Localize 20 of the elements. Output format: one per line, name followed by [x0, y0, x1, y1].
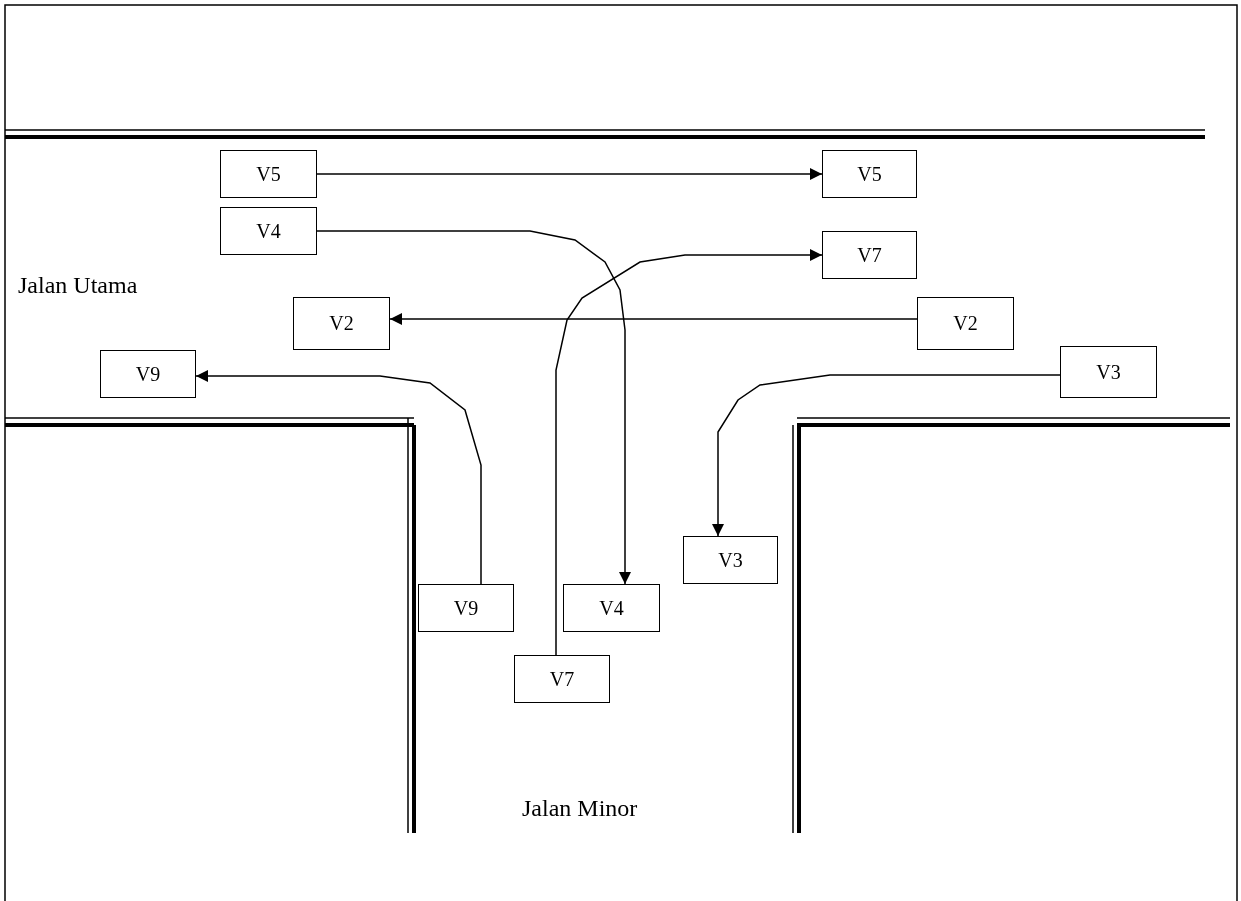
- arrow: [316, 230, 631, 585]
- movement-box: V4: [563, 584, 660, 632]
- movement-box: V5: [822, 150, 917, 198]
- movement-box: V9: [418, 584, 514, 632]
- movement-box: V5: [220, 150, 317, 198]
- movement-box: V2: [293, 297, 390, 350]
- arrow: [316, 168, 823, 180]
- movement-box: V2: [917, 297, 1014, 350]
- movement-box: V7: [514, 655, 610, 703]
- movement-box: V7: [822, 231, 917, 279]
- movement-box: V3: [1060, 346, 1157, 398]
- road-name: Jalan Minor: [522, 795, 638, 822]
- road-name: Jalan Utama: [18, 272, 138, 299]
- movement-box: V3: [683, 536, 778, 584]
- movement-box: V9: [100, 350, 196, 398]
- arrow: [712, 374, 1061, 537]
- arrow: [555, 249, 823, 656]
- movement-box: V4: [220, 207, 317, 255]
- arrow: [389, 313, 918, 325]
- arrow: [195, 370, 482, 585]
